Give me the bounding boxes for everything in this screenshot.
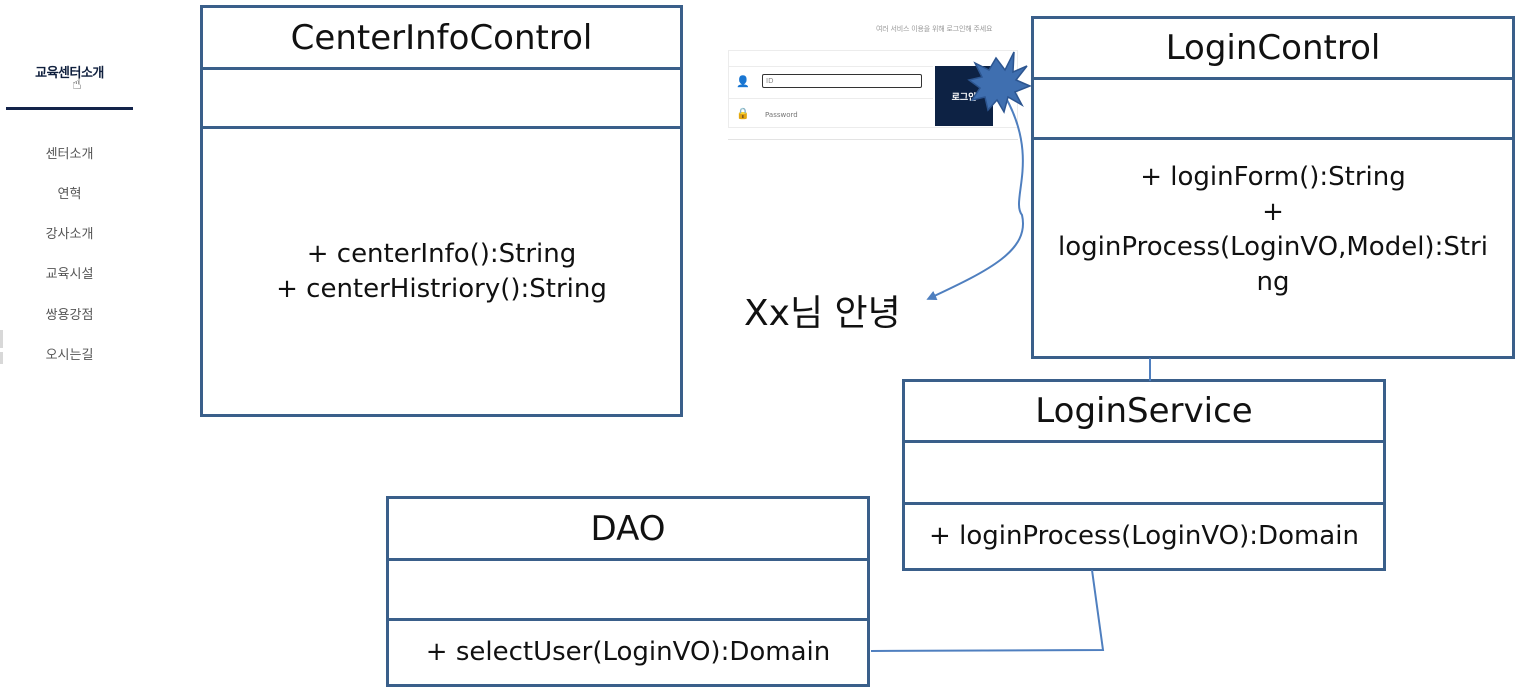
class-name: LoginControl <box>1165 28 1381 68</box>
class-name: CenterInfoControl <box>290 17 593 58</box>
operation: + selectUser(LoginVO):Domain <box>425 637 831 667</box>
hand-cursor-icon: ☝ <box>72 74 82 93</box>
page-edge-mark <box>0 352 3 364</box>
sidebar-item-directions[interactable]: 오시는길 <box>45 348 94 363</box>
id-input[interactable] <box>762 74 922 88</box>
sidebar-item-history[interactable]: 연혁 <box>57 187 82 202</box>
operation: ng <box>1256 267 1290 297</box>
operation: + centerHistriory():String <box>276 273 607 304</box>
sidebar-divider <box>6 107 133 110</box>
click-burst-icon <box>967 51 1032 114</box>
click-result-arrow <box>926 97 1025 300</box>
password-row: 🔒 <box>728 98 933 130</box>
operation: + <box>1262 197 1284 227</box>
attributes-section <box>389 558 867 618</box>
sidebar-item-center-intro[interactable]: 센터소개 <box>45 147 94 162</box>
class-login-service: LoginService + loginProcess(LoginVO):Dom… <box>902 379 1386 571</box>
greeting-text: Xx님 안녕 <box>744 293 901 334</box>
class-name: LoginService <box>1035 391 1253 431</box>
password-input[interactable] <box>762 108 922 122</box>
sidebar-nav: 교육센터소개 ☝ 센터소개 연혁 강사소개 교육시설 쌍용강점 오시는길 <box>0 0 140 380</box>
class-dao: DAO + selectUser(LoginVO):Domain <box>386 496 870 687</box>
lock-icon: 🔒 <box>736 107 750 120</box>
operation: + loginForm():String <box>1140 162 1406 192</box>
sidebar-item-facilities[interactable]: 교육시설 <box>45 267 94 282</box>
class-login-control: LoginControl + loginForm():String + logi… <box>1031 16 1515 359</box>
user-icon: 👤 <box>736 75 750 88</box>
class-name: DAO <box>590 508 666 549</box>
attributes-section <box>203 67 680 126</box>
operation: loginProcess(LoginVO,Model):Stri <box>1058 232 1488 262</box>
attributes-section <box>1034 77 1512 137</box>
operations-section: + loginForm():String + loginProcess(Logi… <box>1034 137 1512 356</box>
attributes-section <box>905 440 1383 502</box>
page-edge-mark <box>0 330 3 348</box>
id-row: 👤 <box>728 66 933 98</box>
operations-section: + loginProcess(LoginVO):Domain <box>905 502 1383 568</box>
sidebar-title[interactable]: 교육센터소개 <box>35 66 104 81</box>
login-caption: 여러 서비스 이용을 위해 로그인해 주세요 <box>876 25 993 33</box>
login-form-divider <box>728 139 1018 140</box>
sidebar-item-strengths[interactable]: 쌍용강점 <box>45 308 94 323</box>
operations-section: + selectUser(LoginVO):Domain <box>389 618 867 684</box>
class-center-info-control: CenterInfoControl + centerInfo():String … <box>200 5 683 417</box>
sidebar-item-instructors[interactable]: 강사소개 <box>45 227 94 242</box>
service-dao-connector <box>870 569 1105 652</box>
operations-section: + centerInfo():String + centerHistriory(… <box>203 126 680 414</box>
operation: + centerInfo():String <box>306 238 577 269</box>
operation: + loginProcess(LoginVO):Domain <box>929 521 1359 551</box>
login-form-snippet: 여러 서비스 이용을 위해 로그인해 주세요 👤 🔒 로그인 <box>728 22 1020 142</box>
